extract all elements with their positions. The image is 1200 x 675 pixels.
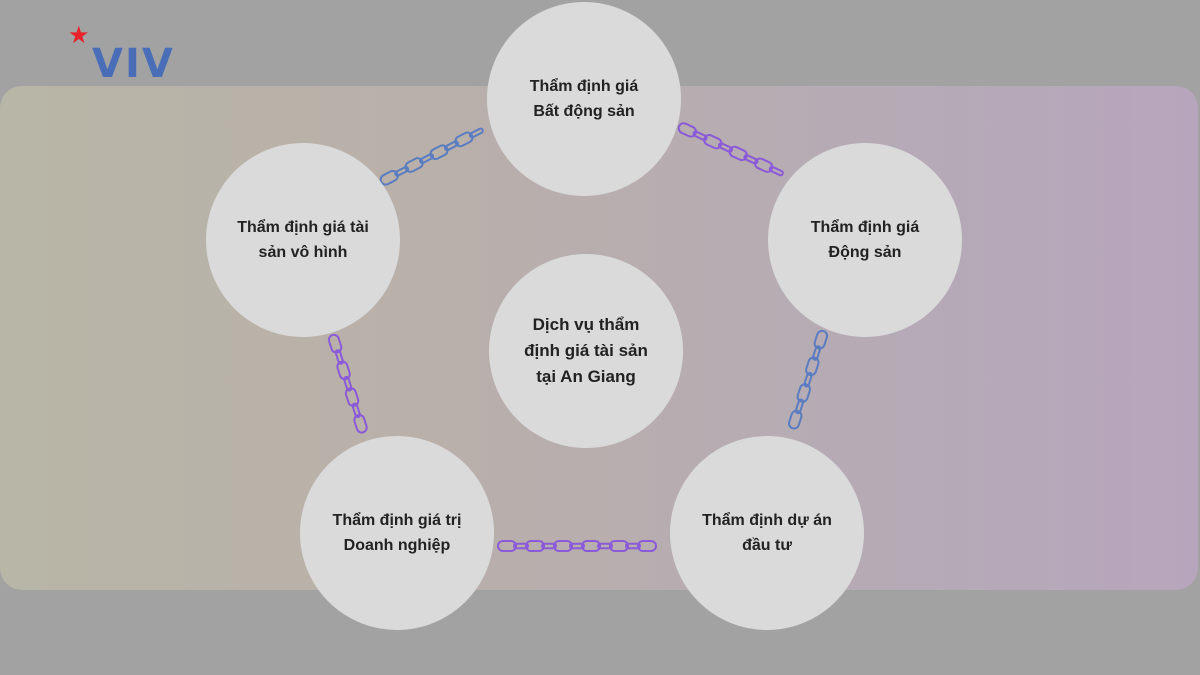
chain-link bbox=[454, 131, 474, 148]
chain-link bbox=[728, 145, 748, 162]
chain-link bbox=[525, 540, 545, 552]
node-dong-san: Thẩm định giá Động sản bbox=[768, 143, 962, 337]
chain-link bbox=[404, 157, 424, 173]
node-label: Thẩm định giá tài sản vô hình bbox=[237, 219, 369, 261]
chain-link bbox=[353, 413, 368, 434]
node-label: Thẩm định giá Động sản bbox=[810, 219, 920, 261]
node-label: Thẩm định giá trị Doanh nghiệp bbox=[332, 512, 462, 554]
chain-link bbox=[794, 398, 805, 415]
chain-connector bbox=[327, 333, 368, 434]
chain-link bbox=[597, 542, 613, 550]
center-node: Dịch vụ thẩm định giá tài sản tại An Gia… bbox=[489, 254, 683, 448]
node-doanh-nghiep: Thẩm định giá trị Doanh nghiệp bbox=[300, 436, 494, 630]
chain-link bbox=[692, 130, 708, 142]
chain-link bbox=[717, 142, 734, 153]
chain-link bbox=[513, 542, 529, 550]
chain-link bbox=[468, 127, 484, 139]
viv-logo: ★ VIV bbox=[66, 22, 186, 87]
chain-connector bbox=[788, 329, 829, 430]
chain-connector bbox=[497, 540, 657, 552]
logo-text: VIV bbox=[92, 41, 175, 87]
chain-link bbox=[419, 153, 435, 164]
chain-link bbox=[344, 387, 360, 407]
chain-link bbox=[805, 356, 820, 377]
chain-link bbox=[703, 134, 723, 150]
chain-link bbox=[743, 154, 759, 165]
chain-link bbox=[569, 542, 585, 550]
chain-link bbox=[497, 540, 517, 552]
node-label: Thẩm định giá Bất động sản bbox=[529, 78, 639, 120]
chain-link bbox=[811, 345, 822, 361]
chain-link bbox=[813, 329, 829, 350]
node-du-an: Thẩm định dự án đầu tư bbox=[670, 436, 864, 630]
chain-connector bbox=[379, 127, 484, 186]
chain-link bbox=[609, 540, 629, 552]
chain-link bbox=[753, 157, 774, 173]
node-bat-dong-san: Thẩm định giá Bất động sản bbox=[487, 2, 681, 196]
chain-link bbox=[637, 540, 657, 552]
chain-link bbox=[553, 540, 573, 552]
chain-link bbox=[788, 409, 803, 430]
center-label: Dịch vụ thẩm định giá tài sản tại An Gia… bbox=[524, 315, 648, 386]
chain-link bbox=[803, 371, 813, 388]
chain-link bbox=[336, 360, 351, 381]
chain-link bbox=[394, 166, 410, 177]
chain-link bbox=[334, 349, 345, 365]
chain-link bbox=[625, 542, 641, 550]
chain-link bbox=[677, 122, 697, 138]
chain-connector bbox=[677, 122, 784, 177]
chain-link bbox=[343, 375, 353, 392]
chain-link bbox=[581, 540, 601, 552]
chain-link bbox=[351, 402, 361, 419]
chain-link bbox=[444, 140, 459, 152]
node-vo-hinh: Thẩm định giá tài sản vô hình bbox=[206, 143, 400, 337]
star-icon: ★ bbox=[68, 22, 90, 49]
chain-link bbox=[541, 542, 557, 550]
chain-link bbox=[429, 144, 449, 161]
chain-link bbox=[796, 383, 811, 403]
node-label: Thẩm định dự án đầu tư bbox=[702, 512, 832, 554]
chain-link bbox=[768, 165, 784, 177]
chain-link bbox=[327, 333, 343, 354]
